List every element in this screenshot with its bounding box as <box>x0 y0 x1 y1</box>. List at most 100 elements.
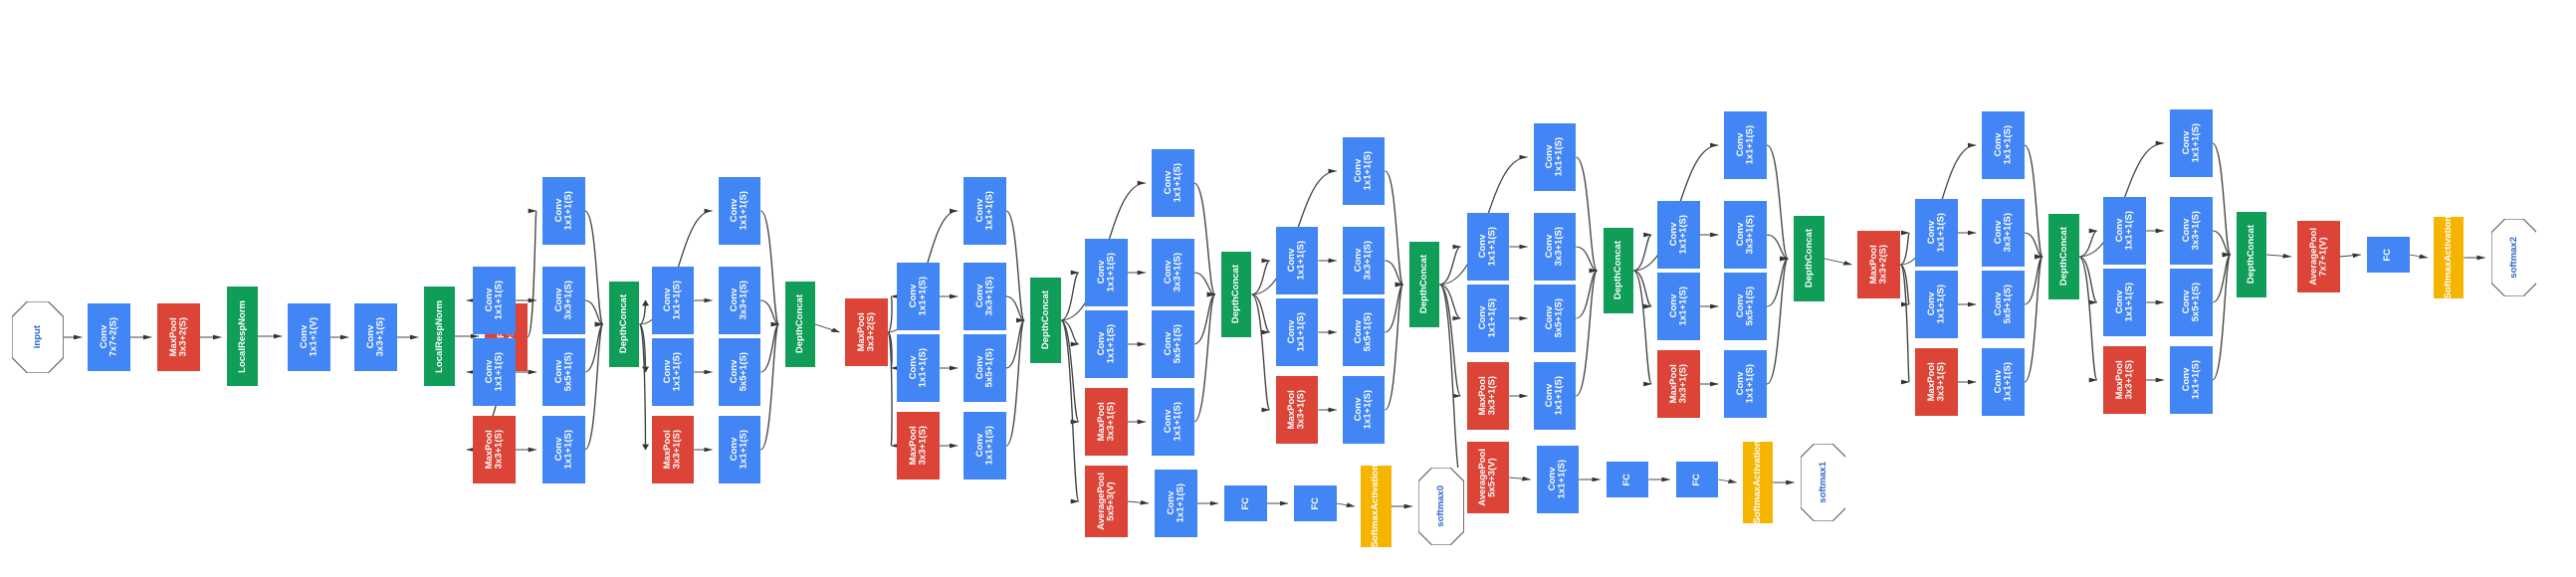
node-i3b_cat[interactable]: DepthConcat <box>784 282 816 367</box>
node-aux1_fc2[interactable]: FC <box>1675 462 1719 497</box>
node-i5b_1x1[interactable]: Conv 1x1+1(S) <box>2170 109 2213 177</box>
node-aux0_sm[interactable]: SoftmaxActivation <box>1361 465 1392 548</box>
node-i4e_5[interactable]: Conv 5x5+1(S) <box>1724 273 1768 340</box>
node-i5a_3[interactable]: Conv 3x3+1(S) <box>1982 199 2025 267</box>
node-i3a_3r[interactable]: Conv 1x1+1(S) <box>472 267 516 334</box>
node-i4b_5[interactable]: Conv 5x5+1(S) <box>1151 310 1194 378</box>
node-i4a_1x1[interactable]: Conv 1x1+1(S) <box>964 177 1006 245</box>
node-i5a_pproj[interactable]: Conv 1x1+1(S) <box>1982 348 2025 416</box>
node-conv1[interactable]: Conv 7x7+2(S) <box>88 303 130 371</box>
node-fc_final[interactable]: FC <box>2366 237 2410 273</box>
node-i4c_5r[interactable]: Conv 1x1+1(S) <box>1275 298 1319 366</box>
node-i4a_5r[interactable]: Conv 1x1+1(S) <box>897 334 940 402</box>
node-input[interactable]: input <box>12 301 64 373</box>
node-i3a_pproj[interactable]: Conv 1x1+1(S) <box>542 416 585 483</box>
node-i4e_pool[interactable]: MaxPool 3x3+1(S) <box>1657 350 1701 418</box>
node-i4a_cat[interactable]: DepthConcat <box>1030 278 1061 363</box>
node-i5b_5r[interactable]: Conv 1x1+1(S) <box>2103 269 2146 336</box>
node-i4c_3[interactable]: Conv 3x3+1(S) <box>1342 227 1386 294</box>
node-i4e_cat[interactable]: DepthConcat <box>1794 216 1825 301</box>
node-softmax0[interactable]: softmax0 <box>1417 468 1464 545</box>
node-softmax2[interactable]: softmax2 <box>2490 219 2537 296</box>
node-i4b_1x1[interactable]: Conv 1x1+1(S) <box>1151 149 1194 217</box>
node-aux0_pool[interactable]: AveragePool 5x5+3(V) <box>1085 466 1128 537</box>
node-aux1_sm[interactable]: SoftmaxActivation <box>1742 441 1774 524</box>
node-i4c_pproj[interactable]: Conv 1x1+1(S) <box>1342 376 1386 444</box>
node-i4b_5r[interactable]: Conv 1x1+1(S) <box>1085 310 1128 378</box>
node-i4d_5[interactable]: Conv 5x5+1(S) <box>1533 285 1577 352</box>
node-conv2a[interactable]: Conv 1x1+1(V) <box>288 303 330 371</box>
node-i5b_cat[interactable]: DepthConcat <box>2236 212 2267 297</box>
node-i3a_3[interactable]: Conv 3x3+1(S) <box>542 267 585 334</box>
node-label-i5b_3: Conv 3x3+1(S) <box>2180 211 2202 251</box>
node-pool3[interactable]: MaxPool 3x3+2(S) <box>845 298 889 366</box>
node-avgpool_f[interactable]: AveragePool 7x7+1(V) <box>2296 221 2340 292</box>
node-i4c_cat[interactable]: DepthConcat <box>1408 242 1440 327</box>
node-i5b_5[interactable]: Conv 5x5+1(S) <box>2170 269 2213 336</box>
node-i4c_5[interactable]: Conv 5x5+1(S) <box>1342 298 1386 366</box>
node-i4d_cat[interactable]: DepthConcat <box>1603 228 1634 313</box>
node-i4d_3r[interactable]: Conv 1x1+1(S) <box>1466 213 1510 281</box>
node-i4e_pproj[interactable]: Conv 1x1+1(S) <box>1724 350 1768 418</box>
node-i4b_pool[interactable]: MaxPool 3x3+1(S) <box>1085 388 1128 456</box>
node-i5a_5[interactable]: Conv 5x5+1(S) <box>1982 271 2025 338</box>
node-i3a_5[interactable]: Conv 5x5+1(S) <box>542 338 585 406</box>
node-i5a_pool[interactable]: MaxPool 3x3+1(S) <box>1915 348 1958 416</box>
edge-i4b_cat-to-i4c_3r <box>1251 258 1271 295</box>
node-i4c_pool[interactable]: MaxPool 3x3+1(S) <box>1275 376 1319 444</box>
node-pool4[interactable]: MaxPool 3x3+2(S) <box>1857 231 1901 298</box>
node-i4a_pproj[interactable]: Conv 1x1+1(S) <box>964 412 1006 480</box>
node-i5a_5r[interactable]: Conv 1x1+1(S) <box>1915 271 1958 338</box>
node-i5a_1x1[interactable]: Conv 1x1+1(S) <box>1982 111 2025 179</box>
node-aux1_pool[interactable]: AveragePool 5x5+3(V) <box>1466 442 1510 513</box>
node-i3a_cat[interactable]: DepthConcat <box>608 282 640 367</box>
node-i3b_3r[interactable]: Conv 1x1+1(S) <box>651 267 695 334</box>
node-i4a_3r[interactable]: Conv 1x1+1(S) <box>897 263 940 330</box>
node-i4c_3r[interactable]: Conv 1x1+1(S) <box>1275 227 1319 294</box>
node-i4c_1x1[interactable]: Conv 1x1+1(S) <box>1342 137 1386 205</box>
node-i3b_1x1[interactable]: Conv 1x1+1(S) <box>718 177 761 245</box>
node-i5a_cat[interactable]: DepthConcat <box>2048 214 2079 299</box>
node-lrn2[interactable]: LocalRespNorm <box>424 287 455 386</box>
node-i4e_5r[interactable]: Conv 1x1+1(S) <box>1657 273 1701 340</box>
node-i4e_1x1[interactable]: Conv 1x1+1(S) <box>1724 111 1768 179</box>
node-i4d_3[interactable]: Conv 3x3+1(S) <box>1533 213 1577 281</box>
node-i5b_pool[interactable]: MaxPool 3x3+1(S) <box>2103 346 2146 414</box>
node-i4b_3r[interactable]: Conv 1x1+1(S) <box>1085 239 1128 306</box>
node-i3b_5r[interactable]: Conv 1x1+1(S) <box>651 338 695 406</box>
node-i5b_3r[interactable]: Conv 1x1+1(S) <box>2103 197 2146 265</box>
node-i4d_pool[interactable]: MaxPool 3x3+1(S) <box>1466 362 1510 430</box>
node-sm_final[interactable]: SoftmaxActivation <box>2433 216 2465 299</box>
node-conv2b[interactable]: Conv 3x3+1(S) <box>354 303 397 371</box>
node-i3b_3[interactable]: Conv 3x3+1(S) <box>718 267 761 334</box>
node-i3b_pproj[interactable]: Conv 1x1+1(S) <box>718 416 761 483</box>
node-label-i3b_pool: MaxPool 3x3+1(S) <box>662 430 683 470</box>
node-i3a_pool[interactable]: MaxPool 3x3+1(S) <box>472 416 516 483</box>
node-i4b_3[interactable]: Conv 3x3+1(S) <box>1151 239 1194 306</box>
node-i4e_3[interactable]: Conv 3x3+1(S) <box>1724 201 1768 269</box>
node-i5b_3[interactable]: Conv 3x3+1(S) <box>2170 197 2213 265</box>
node-lrn1[interactable]: LocalRespNorm <box>227 287 258 386</box>
node-i5b_pproj[interactable]: Conv 1x1+1(S) <box>2170 346 2213 414</box>
node-aux1_conv[interactable]: Conv 1x1+1(S) <box>1536 446 1580 513</box>
node-i5a_3r[interactable]: Conv 1x1+1(S) <box>1915 199 1958 267</box>
node-i4a_5[interactable]: Conv 5x5+1(S) <box>964 334 1006 402</box>
node-aux0_conv[interactable]: Conv 1x1+1(S) <box>1155 470 1197 537</box>
node-aux1_fc1[interactable]: FC <box>1606 462 1649 497</box>
node-pool1[interactable]: MaxPool 3x3+2(S) <box>157 303 200 371</box>
node-softmax1[interactable]: softmax1 <box>1800 444 1846 521</box>
node-i4b_cat[interactable]: DepthConcat <box>1221 252 1252 337</box>
node-i4d_5r[interactable]: Conv 1x1+1(S) <box>1466 285 1510 352</box>
node-aux0_fc1[interactable]: FC <box>1224 485 1267 521</box>
node-i4a_3[interactable]: Conv 3x3+1(S) <box>964 263 1006 330</box>
node-i4a_pool[interactable]: MaxPool 3x3+1(S) <box>897 412 940 480</box>
node-i3b_pool[interactable]: MaxPool 3x3+1(S) <box>651 416 695 483</box>
node-i4d_pproj[interactable]: Conv 1x1+1(S) <box>1533 362 1577 430</box>
node-i3a_5r[interactable]: Conv 1x1+1(S) <box>472 338 516 406</box>
node-i3b_5[interactable]: Conv 5x5+1(S) <box>718 338 761 406</box>
node-i4b_pproj[interactable]: Conv 1x1+1(S) <box>1151 388 1194 456</box>
node-i3a_1x1[interactable]: Conv 1x1+1(S) <box>542 177 585 245</box>
node-i4e_3r[interactable]: Conv 1x1+1(S) <box>1657 201 1701 269</box>
node-aux0_fc2[interactable]: FC <box>1294 485 1337 521</box>
node-i4d_1x1[interactable]: Conv 1x1+1(S) <box>1533 123 1577 191</box>
